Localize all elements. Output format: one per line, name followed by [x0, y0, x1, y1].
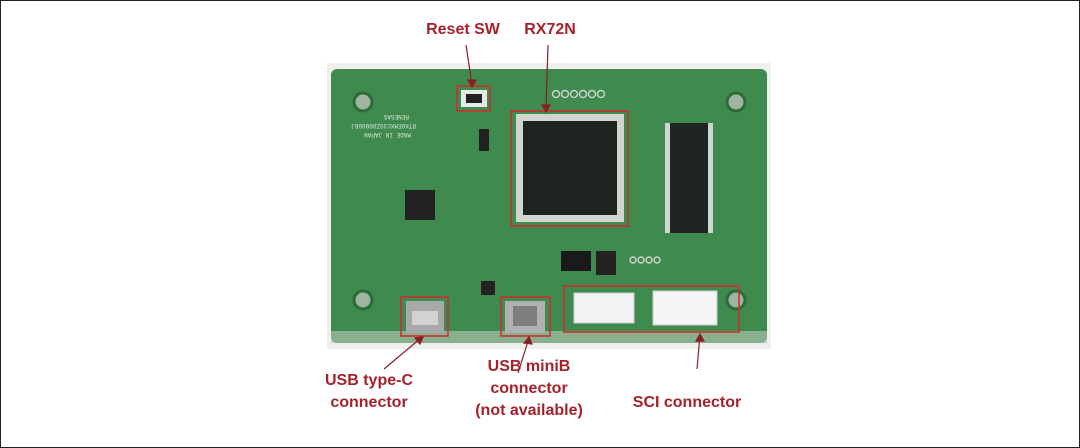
usb-c-highlight — [400, 296, 449, 337]
label-line: connector — [490, 380, 568, 397]
rx72n-highlight — [510, 110, 629, 227]
silk-part-number: RTK0EMXC30Z00000BJ — [351, 122, 416, 129]
label-line: USB type-C — [324, 372, 414, 389]
sci-connector-1 — [573, 292, 635, 324]
label-usb-minib: USB miniB connector (not available) — [475, 356, 583, 422]
sci-highlight — [563, 285, 740, 333]
mounting-holes — [352, 91, 747, 311]
rx72n-leader — [545, 44, 549, 111]
label-reset-sw: Reset SW — [426, 21, 500, 38]
silk-renesas: RENESAS — [383, 113, 409, 120]
sci-connector-2 — [652, 290, 718, 326]
silk-made-in-japan: MADE IN JAPAN — [364, 131, 411, 138]
label-rx72n: RX72N — [524, 21, 576, 38]
sdram-chip — [670, 123, 708, 233]
label-line: USB miniB — [487, 358, 571, 375]
reset-sw-highlight — [456, 85, 491, 112]
usb-controller-chip — [405, 190, 435, 220]
label-usb-type-c: USB type-C connector — [325, 370, 413, 414]
usb-minib-highlight — [500, 296, 551, 337]
rx72n-chip — [523, 121, 617, 215]
usb-c-leader — [383, 337, 422, 370]
label-line: connector — [330, 394, 408, 411]
label-line: (not available) — [475, 402, 583, 419]
reset-sw-leader — [465, 44, 473, 86]
label-sci-connector: SCI connector — [632, 394, 742, 411]
